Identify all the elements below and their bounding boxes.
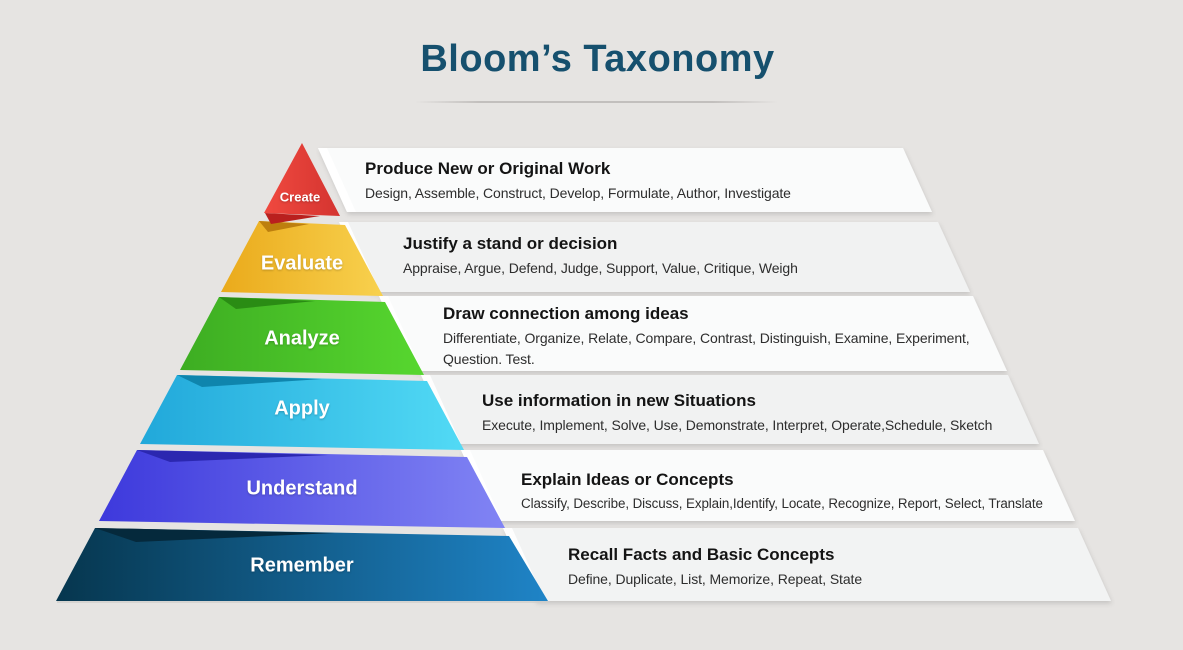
pyramid-fold-apply (177, 375, 322, 387)
band-text-understand: Explain Ideas or Concepts Classify, Desc… (521, 469, 1043, 514)
band-text-apply: Use information in new Situations Execut… (482, 390, 992, 436)
band-heading: Justify a stand or decision (403, 234, 618, 253)
pyramid-level-analyze (180, 297, 424, 375)
band-text-evaluate: Justify a stand or decision Appraise, Ar… (403, 233, 798, 279)
band-verbs: Execute, Implement, Solve, Use, Demonstr… (482, 417, 993, 434)
band-shape-remember (503, 528, 1111, 601)
band-heading: Use information in new Situations (482, 391, 756, 410)
pyramid-base-shadow (57, 601, 548, 603)
pyramid-level-remember (56, 528, 548, 601)
band-shape-evaluate (339, 222, 970, 292)
title-divider (415, 101, 778, 103)
pyramid-levels (56, 143, 548, 603)
band-verbs: Design, Assemble, Construct, Develop, Fo… (365, 185, 791, 202)
band-shape-analyze (379, 296, 1007, 371)
band-heading: Recall Facts and Basic Concepts (568, 545, 835, 564)
band-verbs: Classify, Describe, Discuss, Explain,Ide… (521, 496, 1043, 512)
band-heading: Draw connection among ideas (443, 304, 689, 323)
level-label-remember: Remember (250, 554, 354, 577)
band-heading: Explain Ideas or Concepts (521, 470, 734, 489)
pyramid-level-create (264, 143, 340, 216)
pyramid-level-evaluate (221, 221, 383, 296)
band-shape-understand (461, 450, 1075, 521)
pyramid-fold-create (265, 213, 320, 224)
band-verbs: Define, Duplicate, List, Memorize, Repea… (568, 571, 863, 588)
level-label-create: Create (279, 189, 321, 205)
pyramid-fold-analyze (219, 297, 315, 309)
level-label-understand: Understand (246, 477, 358, 500)
band-text-analyze: Draw connection among ideas Differentiat… (443, 303, 1021, 369)
level-label-evaluate: Evaluate (260, 252, 344, 275)
band-text-create: Produce New or Original Work Design, Ass… (365, 158, 791, 204)
band-edge-highlight (318, 148, 356, 212)
pyramid-fold-remember (95, 528, 335, 542)
pyramid-level-apply (140, 375, 464, 450)
band-verbs: Differentiate, Organize, Relate, Compare… (443, 330, 970, 367)
band-heading: Produce New or Original Work (365, 159, 611, 178)
level-label-apply: Apply (274, 397, 330, 420)
level-label-analyze: Analyze (264, 327, 340, 350)
band-verbs: Appraise, Argue, Defend, Judge, Support,… (403, 260, 798, 277)
page-title: Bloom’s Taxonomy (420, 38, 775, 80)
band-shape-create (318, 148, 932, 212)
band-shape-apply (421, 375, 1039, 444)
band-text-remember: Recall Facts and Basic Concepts Define, … (568, 544, 862, 590)
description-bands (318, 148, 1111, 601)
pyramid-fold-understand (137, 450, 328, 462)
pyramid-level-understand (99, 450, 505, 528)
